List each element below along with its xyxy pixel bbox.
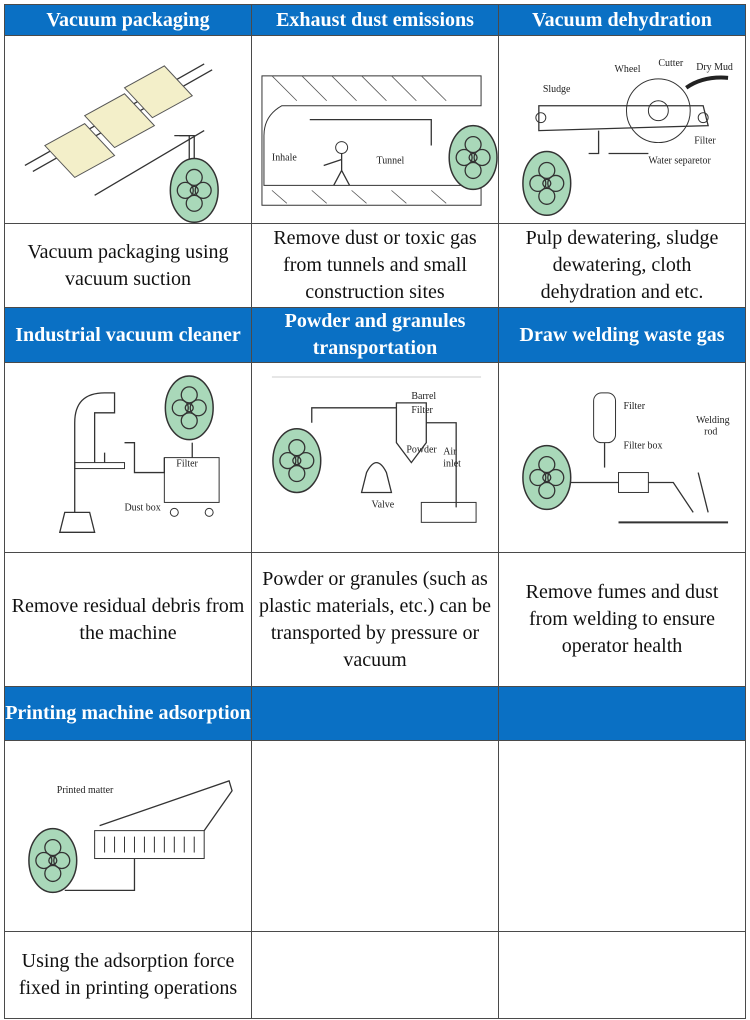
cell-description: Powder or granules (such as plastic mate… (251, 552, 499, 688)
roots-blower-icon (169, 157, 219, 223)
applications-table: Vacuum packaging Exhaust dust emissions … (4, 4, 746, 1019)
label-tunnel: Tunnel (376, 155, 404, 166)
roots-blower-icon (522, 445, 572, 511)
label-dry-mud: Dry Mud (696, 62, 733, 73)
cell-title: Draw welding waste gas (498, 307, 746, 364)
cell-description: Pulp dewatering, sludge dewatering, clot… (498, 223, 746, 309)
label-powder: Powder (406, 445, 437, 456)
cell-title: Powder and granules transportation (251, 307, 499, 364)
roots-blower-icon (164, 375, 214, 441)
empty-cell (498, 740, 746, 932)
label-printed-matter: Printed matter (57, 785, 114, 796)
illustration-welding-gas: Filter Filter box Welding rod (498, 362, 746, 554)
cell-description: Using the adsorption force fixed in prin… (4, 930, 252, 1019)
illustration-industrial-vacuum: Filter Dust box (4, 362, 252, 554)
label-filter: Filter (623, 401, 645, 412)
illustration-exhaust-dust: Inhale Tunnel (251, 34, 499, 225)
roots-blower-icon (272, 428, 322, 494)
label-filter: Filter (694, 136, 716, 147)
label-dust-box: Dust box (125, 503, 161, 514)
package-bag (44, 65, 194, 179)
roots-blower-icon (522, 150, 572, 217)
cell-title: Vacuum packaging (4, 4, 252, 36)
label-inhale: Inhale (272, 152, 297, 163)
label-filter: Filter (176, 459, 198, 470)
illustration-vacuum-packaging (4, 34, 252, 225)
empty-cell (251, 740, 499, 932)
cell-description: Remove fumes and dust from welding to en… (498, 552, 746, 688)
label-welding: Welding (696, 415, 729, 426)
label-filter-box: Filter box (623, 441, 662, 452)
cell-description: Remove residual debris from the machine (4, 552, 252, 688)
empty-cell (498, 930, 746, 1019)
label-wheel: Wheel (615, 64, 641, 75)
empty-cell (251, 930, 499, 1019)
label-air: Air (443, 447, 457, 458)
roots-blower-icon (448, 124, 498, 191)
cell-description: Vacuum packaging using vacuum suction (4, 223, 252, 309)
label-inlet: inlet (443, 459, 461, 470)
label-cutter: Cutter (658, 58, 684, 69)
label-water-separator: Water separetor (648, 155, 711, 166)
label-rod: rod (704, 427, 717, 438)
label-sludge: Sludge (543, 84, 571, 95)
label-filter: Filter (411, 405, 433, 416)
roots-blower-icon (28, 828, 78, 894)
cell-title-empty (498, 686, 746, 742)
cell-title: Vacuum dehydration (498, 4, 746, 36)
cell-title-empty (251, 686, 499, 742)
cell-description: Remove dust or toxic gas from tunnels an… (251, 223, 499, 309)
label-barrel: Barrel (411, 391, 436, 402)
illustration-vacuum-dehydration: Wheel Cutter Dry Mud Sludge Filter Water… (498, 34, 746, 225)
cell-title: Industrial vacuum cleaner (4, 307, 252, 364)
illustration-powder-transport: Barrel Filter Powder Air inlet Valve (251, 362, 499, 554)
cell-title: Printing machine adsorption (4, 686, 252, 742)
label-valve: Valve (372, 500, 395, 511)
illustration-printing-adsorption: Printed matter (4, 740, 252, 932)
cell-title: Exhaust dust emissions (251, 4, 499, 36)
